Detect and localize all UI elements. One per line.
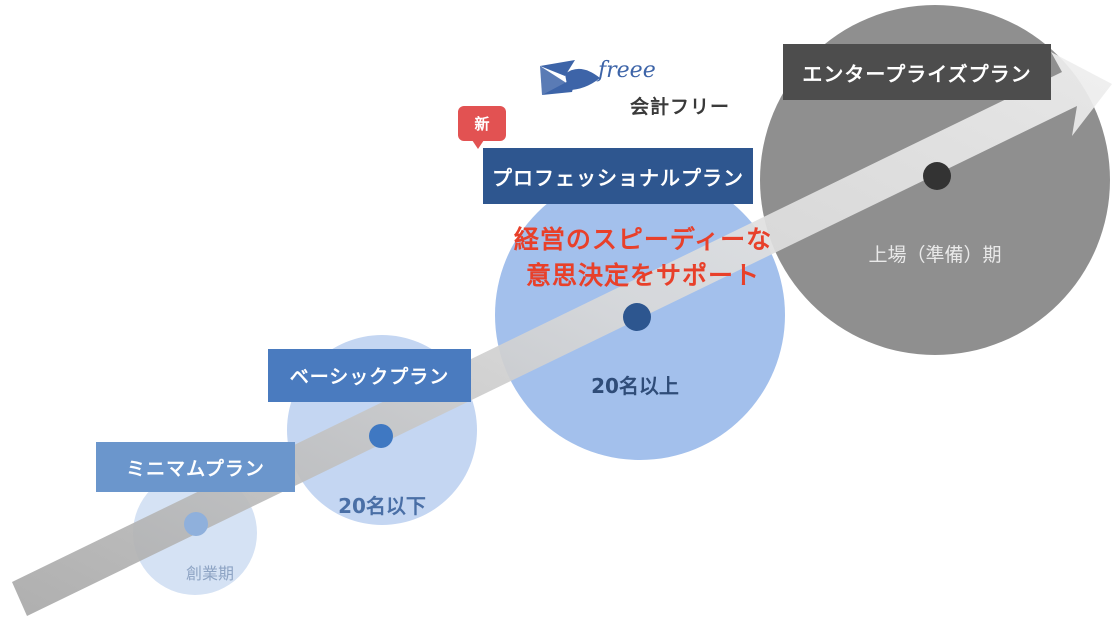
basic-dot bbox=[369, 424, 393, 448]
freee-bird-icon bbox=[540, 60, 600, 95]
tagline: 経営のスピーディーな 意思決定をサポート bbox=[498, 222, 788, 294]
new-badge: 新 bbox=[458, 106, 506, 149]
enterprise-plan-label: エンタープライズプラン bbox=[783, 44, 1051, 100]
basic-plan-label: ベーシックプラン bbox=[268, 349, 471, 402]
freee-logo-text: 会計フリー bbox=[630, 96, 731, 118]
tagline-line-1: 経営のスピーディーな bbox=[513, 225, 773, 254]
minimum-plan-label: ミニマムプラン bbox=[96, 442, 295, 492]
tagline-line-2: 意思決定をサポート bbox=[525, 261, 760, 290]
minimum-dot bbox=[184, 512, 208, 536]
minimum-circle-text: 創業期 bbox=[185, 564, 234, 583]
freee-logo-script: freee bbox=[598, 58, 656, 83]
professional-dot bbox=[623, 303, 651, 331]
enterprise-circle-text: 上場（準備）期 bbox=[868, 244, 1002, 266]
basic-circle-text: 20名以下 bbox=[338, 494, 426, 518]
professional-plan-label: プロフェッショナルプラン bbox=[483, 148, 753, 204]
enterprise-dot bbox=[923, 162, 951, 190]
professional-circle-text: 20名以上 bbox=[591, 374, 679, 398]
